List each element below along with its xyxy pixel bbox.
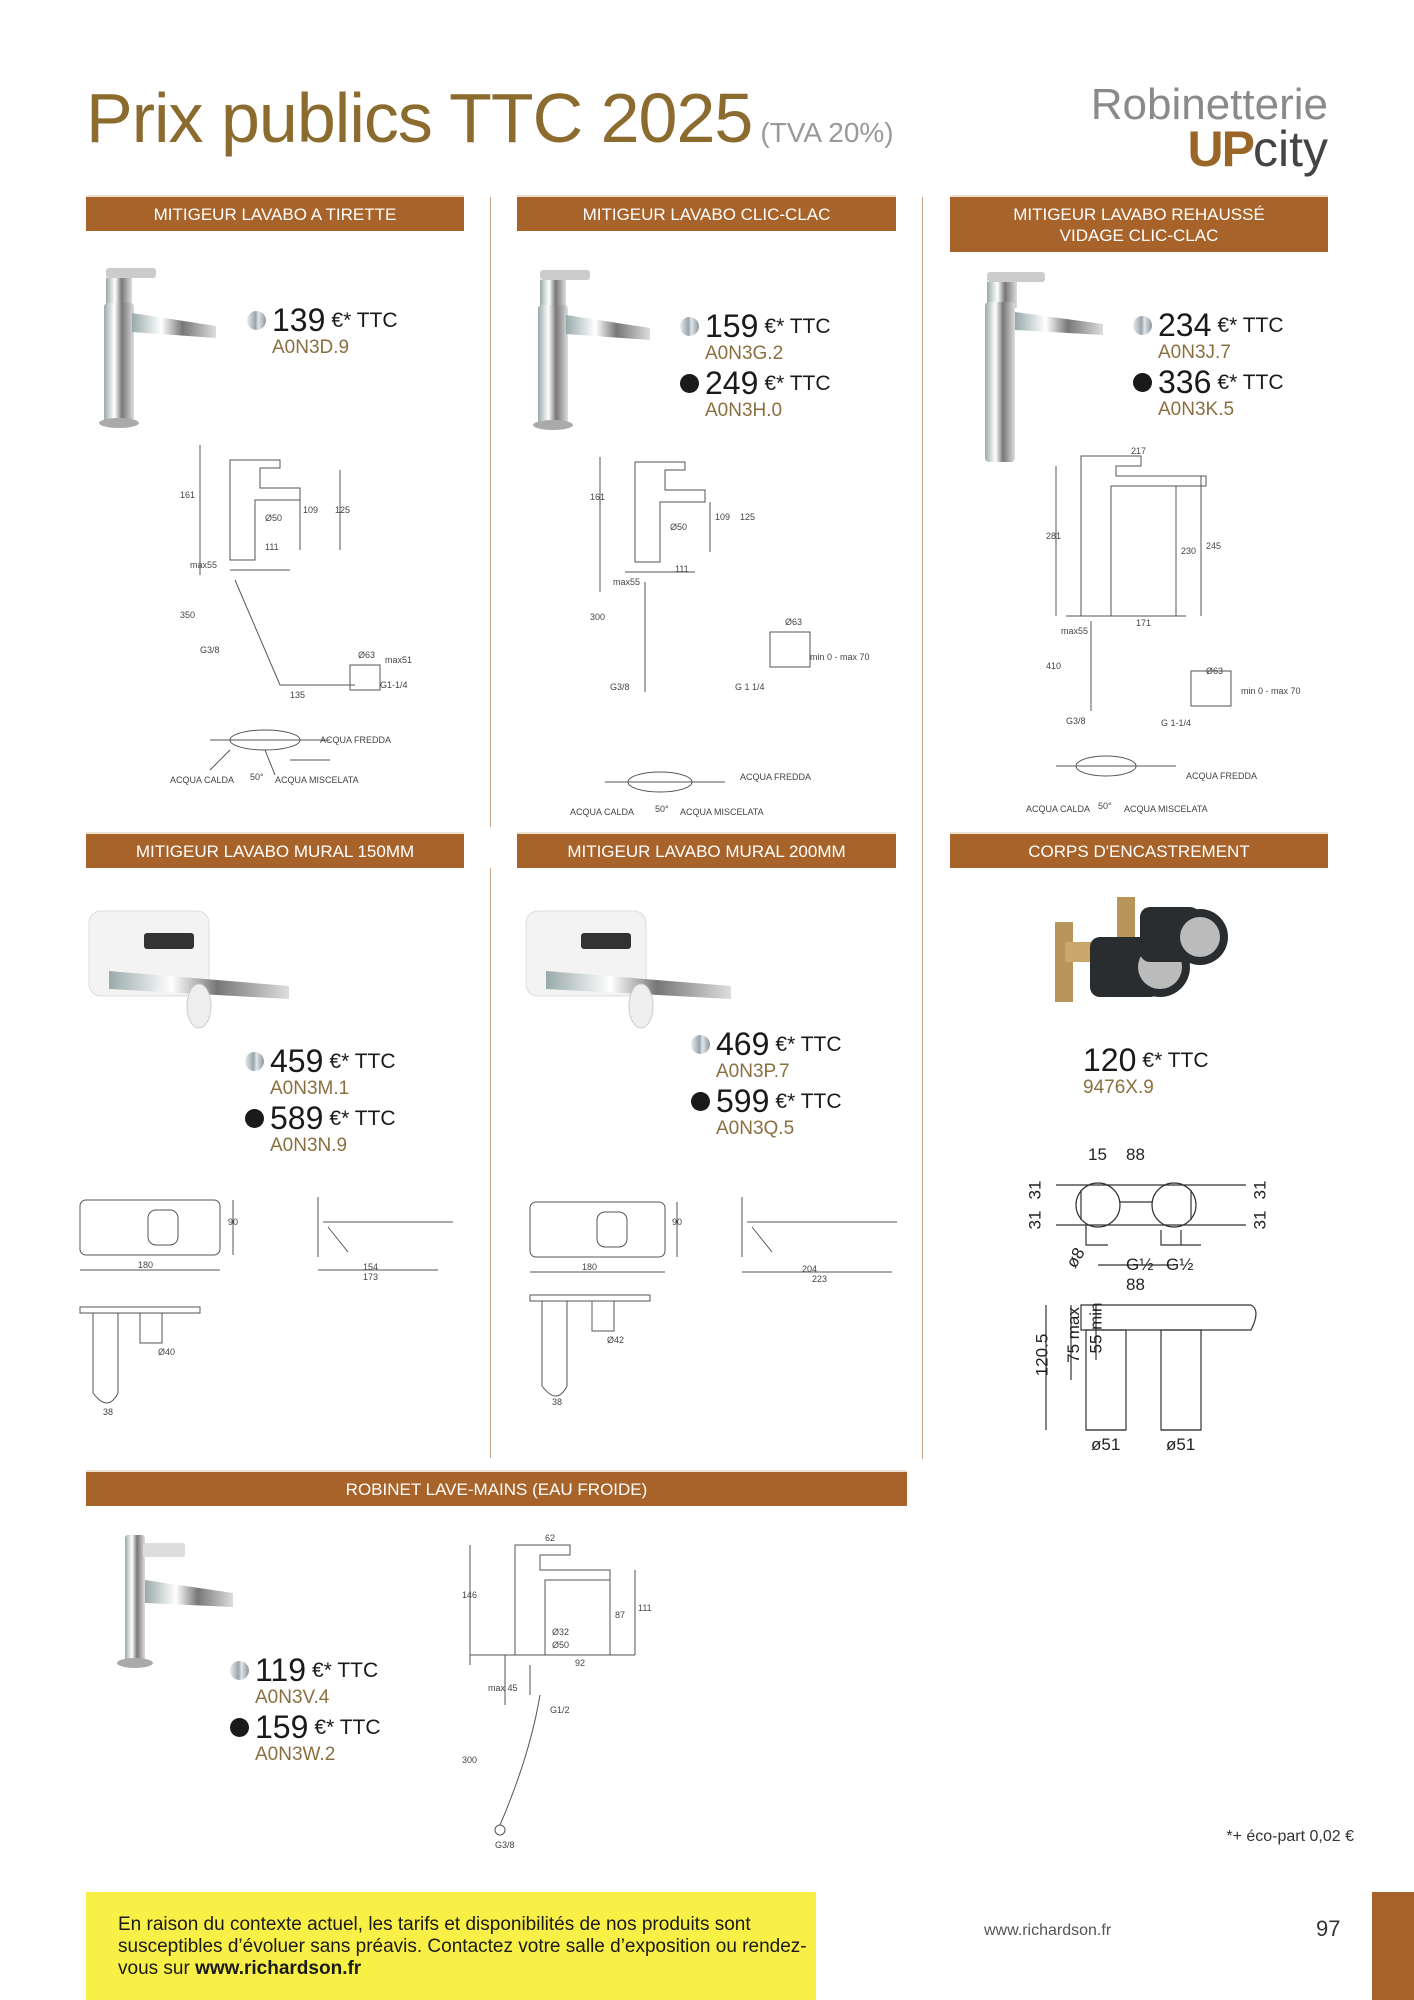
wall-faucet-image: [525, 910, 731, 1029]
black-swatch-icon: [691, 1092, 710, 1111]
product-code: A0N3J.7: [1158, 342, 1231, 363]
eco-part-note: *+ éco-part 0,02 €: [1226, 1828, 1354, 1845]
page-title: Prix publics TTC 2025(TVA 20%): [86, 78, 894, 158]
notice-box: En raison du contexte actuel, les tarifs…: [86, 1892, 816, 2000]
chrome-swatch-icon: [691, 1035, 710, 1054]
price-unit: €* TTC: [775, 1089, 842, 1113]
product-code: A0N3Q.5: [716, 1118, 795, 1139]
price-block: 234€* TTC A0N3J.7 336€* TTC A0N3K.5: [1133, 307, 1284, 421]
price-unit: €* TTC: [312, 1658, 379, 1682]
brand-logo: UPcity: [1188, 124, 1328, 174]
section-header: MITIGEUR LAVABO MURAL 150MM: [86, 834, 464, 868]
price-unit: €* TTC: [764, 371, 831, 395]
price-unit: €* TTC: [331, 308, 398, 332]
price-unit: €* TTC: [764, 314, 831, 338]
section-header: ROBINET LAVE-MAINS (EAU FROIDE): [86, 1472, 907, 1506]
price-block: 120€* TTC 9476X.9: [1083, 1042, 1209, 1099]
notice-link[interactable]: www.richardson.fr: [195, 1958, 362, 1979]
product-code: A0N3K.5: [1158, 399, 1235, 420]
price-amount: 234: [1158, 307, 1212, 343]
faucet-image: [99, 268, 216, 428]
price-amount: 159: [705, 308, 759, 344]
chrome-swatch-icon: [1133, 316, 1152, 335]
price-amount: 459: [270, 1043, 324, 1079]
price-amount: 139: [272, 302, 326, 338]
chrome-swatch-icon: [680, 317, 699, 336]
price-amount: 120: [1083, 1042, 1137, 1078]
tva-note: (TVA 20%): [760, 117, 894, 148]
price-unit: €* TTC: [314, 1715, 381, 1739]
wall-faucet-image: [88, 910, 289, 1029]
page-number: 97: [1316, 1916, 1341, 1941]
price-unit: €* TTC: [329, 1106, 396, 1130]
product-code: A0N3G.2: [705, 343, 784, 364]
column-divider: [490, 868, 491, 1458]
title-text: Prix publics TTC 2025: [86, 79, 753, 157]
price-block: 469€* TTC A0N3P.7 599€* TTC A0N3Q.5: [691, 1026, 842, 1140]
column-divider: [922, 197, 923, 1459]
black-swatch-icon: [230, 1718, 249, 1737]
black-swatch-icon: [680, 374, 699, 393]
faucet-image: [533, 270, 650, 430]
website-link[interactable]: www.richardson.fr: [984, 1922, 1112, 1939]
price-amount: 599: [716, 1083, 770, 1119]
brand-up: UP: [1187, 121, 1255, 177]
black-swatch-icon: [1133, 373, 1152, 392]
product-code: 9476X.9: [1083, 1077, 1154, 1098]
concealed-body-image: [1055, 897, 1228, 1002]
price-row: 139€* TTC: [247, 302, 398, 339]
section-header: MITIGEUR LAVABO REHAUSSÉ VIDAGE CLIC-CLA…: [950, 197, 1328, 252]
price-amount: 336: [1158, 364, 1212, 400]
price-amount: 469: [716, 1026, 770, 1062]
price-amount: 159: [255, 1709, 309, 1745]
price-block: 119€* TTC A0N3V.4 159€* TTC A0N3W.2: [230, 1652, 381, 1766]
product-code: A0N3P.7: [716, 1061, 790, 1082]
price-block: 139€* TTC A0N3D.9: [247, 302, 398, 359]
brand-city: city: [1253, 121, 1328, 177]
price-amount: 119: [255, 1652, 307, 1688]
product-code: A0N3N.9: [270, 1135, 348, 1156]
category-title: Robinetterie: [1090, 80, 1328, 129]
black-swatch-icon: [245, 1109, 264, 1128]
section-header: MITIGEUR LAVABO A TIRETTE: [86, 197, 464, 231]
tall-faucet-image: [985, 272, 1103, 462]
basin-tap-image: [117, 1535, 233, 1668]
chrome-swatch-icon: [247, 311, 266, 330]
product-code: A0N3M.1: [270, 1078, 350, 1099]
chrome-swatch-icon: [230, 1661, 249, 1680]
notice-text: En raison du contexte actuel, les tarifs…: [118, 1914, 807, 1979]
product-code: A0N3W.2: [255, 1744, 336, 1765]
section-header: MITIGEUR LAVABO MURAL 200MM: [517, 834, 896, 868]
price-unit: €* TTC: [1217, 313, 1284, 337]
product-code: A0N3D.9: [272, 337, 350, 358]
section-header: CORPS D'ENCASTREMENT: [950, 834, 1328, 868]
price-unit: €* TTC: [775, 1032, 842, 1056]
price-block: 459€* TTC A0N3M.1 589€* TTC A0N3N.9: [245, 1043, 396, 1157]
price-unit: €* TTC: [1217, 370, 1284, 394]
section-header: MITIGEUR LAVABO CLIC-CLAC: [517, 197, 896, 231]
price-unit: €* TTC: [329, 1049, 396, 1073]
price-amount: 589: [270, 1100, 324, 1136]
product-code: A0N3H.0: [705, 400, 783, 421]
price-amount: 249: [705, 365, 759, 401]
price-block: 159€* TTC A0N3G.2 249€* TTC A0N3H.0: [680, 308, 831, 422]
price-unit: €* TTC: [1142, 1048, 1209, 1072]
column-divider: [490, 197, 491, 827]
page-tab: [1372, 1892, 1414, 2000]
product-code: A0N3V.4: [255, 1687, 330, 1708]
chrome-swatch-icon: [245, 1052, 264, 1071]
